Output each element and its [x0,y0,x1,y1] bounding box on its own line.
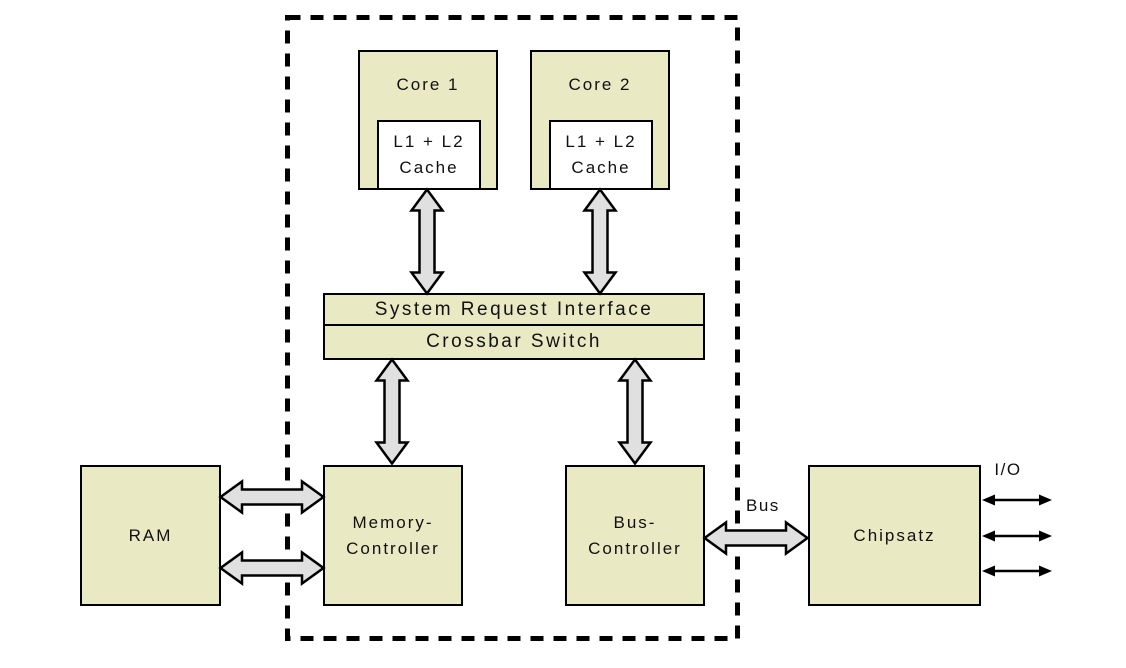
cache2-box: L1 + L2 Cache [549,120,653,190]
memory-controller-label-line2: Controller [346,538,440,558]
arrow-bus-controller-chipset-icon [702,520,810,556]
cache1-label-line1: L1 + L2 [393,132,465,151]
arrow-crossbar-bus-controller-icon [617,357,653,466]
core2-label: Core 2 [568,75,632,94]
bus-controller-label-line2: Controller [588,538,682,558]
core1-label: Core 1 [396,75,460,94]
ram-label: RAM [128,525,173,545]
io-label: I/O [994,460,1022,479]
arrow-ram-memory-controller-bottom-icon [218,550,326,586]
system-request-interface-label: System Request Interface [374,299,654,320]
bus-label: Bus [746,496,780,515]
memory-controller-box: Memory- Controller [323,465,463,606]
cache2-label-line2: Cache [571,158,631,177]
bus-controller-box: Bus- Controller [565,465,705,606]
arrow-ram-memory-controller-top-icon [218,479,326,515]
memory-controller-label-line1: Memory- [352,512,434,532]
crossbar-switch-bar: Crossbar Switch [323,324,705,360]
ram-box: RAM [80,465,221,606]
arrow-io-1-icon [982,494,1052,506]
arrow-crossbar-memory-controller-icon [374,357,410,466]
chipset-box: Chipsatz [808,465,981,606]
arrow-io-3-icon [982,565,1052,577]
bus-controller-label-line1: Bus- [613,512,657,532]
cache1-box: L1 + L2 Cache [377,120,481,190]
system-request-interface-bar: System Request Interface [323,293,705,327]
crossbar-switch-label: Crossbar Switch [426,331,602,352]
arrow-cache1-sri-icon [409,187,445,296]
arrow-io-2-icon [982,530,1052,542]
cache1-label-line2: Cache [399,158,459,177]
chipset-label: Chipsatz [853,525,936,545]
arrow-cache2-sri-icon [582,187,618,296]
cache2-label-line1: L1 + L2 [565,132,637,151]
